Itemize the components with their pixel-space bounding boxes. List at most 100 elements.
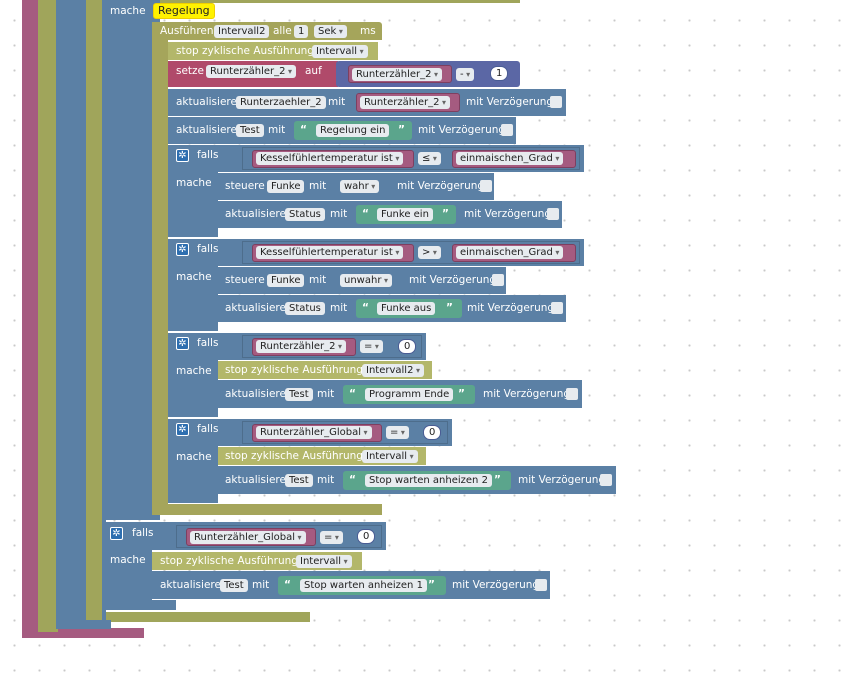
if2-op-dropdown[interactable]: > — [418, 246, 441, 259]
alle-label: alle — [273, 25, 292, 37]
if3-akt-delay: mit Verzögerung — [483, 388, 571, 400]
mache-function-field[interactable]: Regelung — [153, 3, 215, 19]
if1-left-dropdown[interactable]: Kesselfühlertemperatur ist — [256, 152, 404, 165]
if2-right-dropdown[interactable]: einmaischen_Grad — [456, 246, 564, 259]
setze-math-var-dropdown[interactable]: Runterzähler_2 — [352, 68, 443, 81]
akt1-delay-label: mit Verzögerung — [466, 96, 554, 108]
if5-akt-checkbox[interactable] — [535, 579, 547, 591]
akt2-text-field[interactable]: Regelung ein — [316, 124, 390, 137]
outer-olive-block[interactable] — [38, 0, 58, 632]
akt2-mit-label: mit — [268, 124, 286, 136]
if2-steuere-target[interactable]: Funke — [267, 274, 305, 287]
if3-op-dropdown[interactable]: = — [360, 340, 383, 353]
setze-math-op-dropdown[interactable]: - — [456, 68, 475, 81]
if3-akt-text[interactable]: Programm Ende — [365, 388, 454, 401]
stop-target-1[interactable]: Intervall — [312, 45, 368, 58]
if3-left-dropdown[interactable]: Runterzähler_2 — [256, 340, 347, 353]
interval-name-field[interactable]: Intervall2 — [214, 25, 270, 38]
if2-akt-target[interactable]: Status — [285, 302, 325, 315]
outer-pink-block[interactable] — [22, 0, 42, 636]
ausfuehren-label: Ausführen — [160, 25, 214, 37]
if4-mache-label: mache — [176, 451, 212, 463]
if1-steuere-target[interactable]: Funke — [267, 180, 305, 193]
akt1-target-field[interactable]: Runterzaehler_2 — [236, 96, 326, 109]
if1-steuere-value[interactable]: wahr — [340, 180, 380, 193]
akt2-open-quote: “ — [300, 124, 307, 136]
if3-open-quote: “ — [349, 388, 356, 400]
if2-steuere-value[interactable]: unwahr — [340, 274, 392, 287]
if1-akt-delay: mit Verzögerung — [464, 208, 552, 220]
if5-akt-target[interactable]: Test — [220, 579, 248, 592]
if1-akt-target[interactable]: Status — [285, 208, 325, 221]
if1-steuere-checkbox[interactable] — [480, 180, 492, 192]
if3-right-number[interactable]: 0 — [398, 339, 417, 354]
if3-akt-label: aktualisiere — [225, 388, 286, 400]
if3-gear-icon[interactable]: ✲ — [176, 337, 189, 350]
if1-akt-checkbox[interactable] — [547, 208, 559, 220]
setze-var-dropdown[interactable]: Runterzähler_2 — [206, 65, 297, 78]
if5-stop-target[interactable]: Intervall — [296, 555, 352, 568]
akt1-delay-checkbox[interactable] — [550, 96, 562, 108]
if3-akt-checkbox[interactable] — [566, 388, 578, 400]
if4-right-number[interactable]: 0 — [423, 425, 442, 440]
if4-left-dropdown[interactable]: Runterzähler_Global — [256, 426, 372, 439]
if3-mache-label: mache — [176, 365, 212, 377]
if2-akt-delay: mit Verzögerung — [467, 302, 555, 314]
akt2-delay-checkbox[interactable] — [501, 124, 513, 136]
if2-close-quote: ” — [446, 302, 453, 314]
inner-olive-strip — [86, 0, 102, 620]
if4-akt-target[interactable]: Test — [285, 474, 313, 487]
if2-gear-icon[interactable]: ✲ — [176, 243, 189, 256]
if4-gear-icon[interactable]: ✲ — [176, 423, 189, 436]
if5-right-number[interactable]: 0 — [357, 529, 376, 544]
outer-pink-bottom — [22, 628, 144, 638]
if3-stop-target[interactable]: Intervall2 — [362, 364, 424, 377]
mache-block[interactable] — [102, 0, 160, 520]
if4-akt-label: aktualisiere — [225, 474, 286, 486]
interval-unit-dropdown[interactable]: Sek — [314, 25, 347, 38]
if1-mache-label: mache — [176, 177, 212, 189]
if5-akt-mit: mit — [252, 579, 270, 591]
akt2-close-quote: ” — [398, 124, 405, 136]
if2-akt-text[interactable]: Funke aus — [377, 302, 436, 315]
if1-steuere-delay: mit Verzögerung — [397, 180, 485, 192]
if1-gear-icon[interactable]: ✲ — [176, 149, 189, 162]
if1-close-quote: ” — [442, 208, 449, 220]
if3-falls-label: falls — [197, 337, 219, 349]
setze-math-number[interactable]: 1 — [490, 66, 509, 81]
if5-op-dropdown[interactable]: = — [320, 531, 343, 544]
if4-stop-target[interactable]: Intervall — [362, 450, 418, 463]
if3-akt-target[interactable]: Test — [285, 388, 313, 401]
if4-akt-checkbox[interactable] — [600, 474, 612, 486]
if4-stop-label: stop zyklische Ausführung — [225, 450, 363, 462]
if2-open-quote: “ — [362, 302, 369, 314]
outer-olive-bottom — [38, 612, 310, 622]
if5-akt-text[interactable]: Stop warten anheizen 1 — [300, 579, 427, 592]
akt1-var-dropdown[interactable]: Runterzähler_2 — [360, 96, 451, 109]
if5-stop-label: stop zyklische Ausführung — [160, 555, 298, 567]
interval-every-field[interactable]: 1 — [294, 25, 309, 38]
akt2-label: aktualisiere — [176, 124, 237, 136]
if1-steuere-mit: mit — [309, 180, 327, 192]
if3-close-quote: ” — [458, 388, 465, 400]
akt2-delay-label: mit Verzögerung — [418, 124, 506, 136]
if4-op-dropdown[interactable]: = — [386, 426, 409, 439]
if2-akt-mit: mit — [330, 302, 348, 314]
if2-steuere-delay: mit Verzögerung — [409, 274, 497, 286]
if4-akt-text[interactable]: Stop warten anheizen 2 — [365, 474, 492, 487]
akt1-label: aktualisiere — [176, 96, 237, 108]
if5-gear-icon[interactable]: ✲ — [110, 527, 123, 540]
if1-right-dropdown[interactable]: einmaischen_Grad — [456, 152, 564, 165]
if1-falls-label: falls — [197, 149, 219, 161]
if1-akt-text[interactable]: Funke ein — [377, 208, 433, 221]
if2-steuere-checkbox[interactable] — [492, 274, 504, 286]
if5-open-quote: “ — [284, 579, 291, 591]
if1-op-dropdown[interactable]: ≤ — [418, 152, 441, 165]
akt2-target-field[interactable]: Test — [236, 124, 264, 137]
if5-bottom — [102, 600, 176, 610]
stop-label-1: stop zyklische Ausführung — [176, 45, 314, 57]
if2-left-dropdown[interactable]: Kesselfühlertemperatur ist — [256, 246, 404, 259]
if2-akt-checkbox[interactable] — [551, 302, 563, 314]
if2-falls-label: falls — [197, 243, 219, 255]
if5-left-dropdown[interactable]: Runterzähler_Global — [190, 531, 306, 544]
